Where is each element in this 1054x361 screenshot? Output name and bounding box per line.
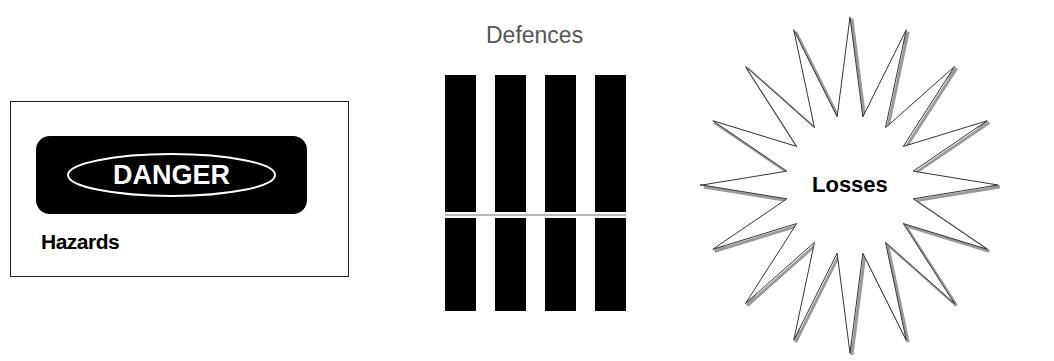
defence-bars — [445, 75, 626, 311]
starburst-spikes — [702, 17, 998, 353]
hazard-label: Hazards — [41, 230, 119, 254]
loss-label: Losses — [812, 172, 888, 198]
defence-bar — [545, 75, 576, 311]
trajectory-line — [445, 214, 626, 216]
trajectory-gap — [445, 212, 626, 218]
defence-bar — [495, 75, 526, 311]
loss-starburst: Losses — [700, 15, 1000, 355]
defence-bar — [445, 75, 476, 311]
danger-sign: DANGER — [36, 136, 307, 214]
hazard-box: Hazards DANGER — [10, 101, 349, 277]
danger-ellipse-outline — [68, 154, 275, 196]
danger-text: DANGER — [113, 160, 230, 191]
defence-bar — [595, 75, 626, 311]
defences-label: Defences — [486, 22, 583, 49]
